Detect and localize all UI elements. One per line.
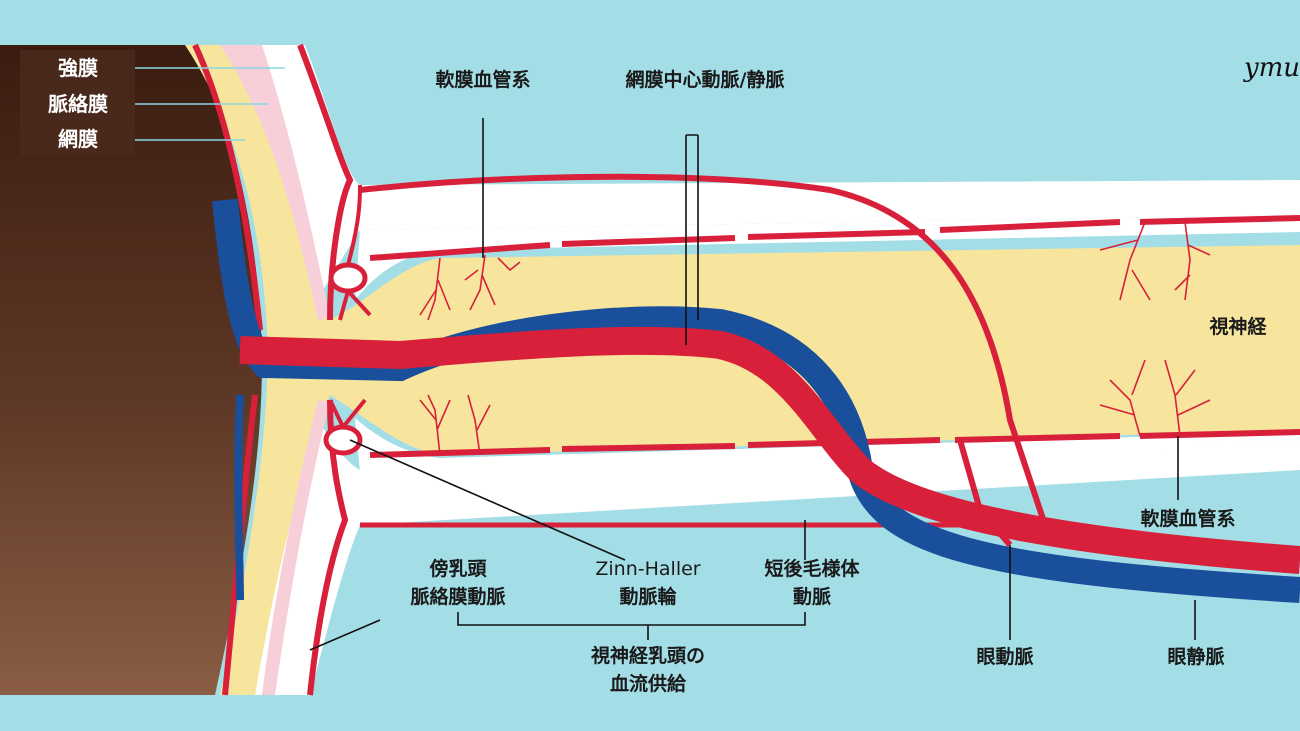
zinn-haller-ring-bottom	[323, 424, 363, 456]
legend: 強膜 脈絡膜 網膜	[20, 50, 135, 155]
legend-sclera: 強膜	[58, 56, 98, 80]
label-disc-supply-2: 血流供給	[610, 672, 687, 695]
legend-leader-lines	[135, 67, 285, 141]
pia-top	[355, 215, 1300, 300]
dural-sheath-top	[240, 45, 1300, 320]
artist-signature: ymu	[1243, 53, 1300, 83]
capillaries	[419, 221, 1211, 456]
vein-inner-branch	[234, 394, 244, 601]
pial-vessels-top	[369, 215, 1300, 261]
dural-sheath-bottom	[245, 395, 1300, 695]
central-retinal-artery	[239, 326, 1300, 574]
label-optic-nerve: 視神経	[1208, 315, 1267, 338]
eyeball-interior	[0, 45, 262, 695]
label-central-retinal-artery-vein: 網膜中心動脈/静脈	[626, 68, 785, 91]
zinn-haller-ring-top	[328, 262, 368, 294]
label-short-posterior-ciliary-2: 動脈	[793, 585, 831, 608]
choroid-band-top	[220, 45, 330, 320]
label-disc-supply-1: 視神経乳頭の	[590, 644, 705, 667]
ring-branches	[328, 184, 372, 429]
label-zinn-haller-2: 動脈輪	[619, 585, 677, 608]
legend-retina: 網膜	[58, 127, 98, 151]
label-paraoptic-choroidal-1: 傍乳頭	[429, 557, 487, 580]
optic-nerve	[330, 245, 1300, 455]
label-zinn-haller-1: Zinn-Haller	[595, 558, 700, 580]
leader-lines	[309, 118, 1196, 651]
label-pial-vessels-top: 軟膜血管系	[435, 68, 530, 91]
legend-box	[20, 50, 135, 155]
label-paraoptic-choroidal-2: 脈絡膜動脈	[410, 585, 505, 608]
label-ophthalmic-artery: 眼動脈	[976, 645, 1033, 668]
label-pial-vessels-bottom: 軟膜血管系	[1140, 507, 1235, 530]
label-short-posterior-ciliary-1: 短後毛様体	[764, 557, 860, 580]
label-ophthalmic-vein: 眼静脈	[1167, 645, 1224, 668]
choroid-band-bottom	[262, 400, 330, 695]
pial-feeder-artery	[359, 173, 1048, 526]
legend-choroid: 脈絡膜	[48, 92, 108, 116]
pia-bottom	[355, 418, 1300, 472]
